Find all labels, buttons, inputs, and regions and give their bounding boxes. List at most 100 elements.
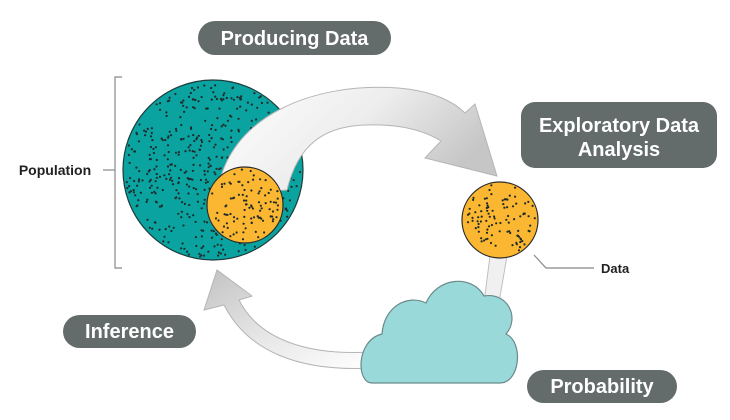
population-dot [177, 151, 180, 154]
data-dot [485, 219, 488, 222]
population-dot [158, 205, 161, 208]
population-dot [295, 185, 298, 188]
population-dot [150, 184, 153, 187]
population-dot [161, 188, 164, 192]
population-dot [220, 244, 223, 247]
data-circle [461, 181, 539, 259]
sample-dot [245, 195, 248, 198]
data-dot [490, 193, 493, 196]
population-dot [290, 185, 293, 188]
sample-dot [260, 187, 263, 190]
population-dot [155, 176, 158, 179]
data-dot [486, 202, 489, 205]
population-dot [185, 106, 188, 109]
population-dot [195, 188, 198, 191]
population-dot [250, 119, 253, 122]
population-dot [180, 101, 183, 104]
sample-dot [263, 231, 266, 234]
data-dot [471, 219, 474, 222]
sample-dot [236, 217, 239, 220]
population-dot [166, 100, 169, 103]
population-dot [209, 164, 212, 167]
population-dot [126, 187, 129, 190]
population-dot [188, 149, 191, 152]
data-dot [505, 218, 508, 221]
population-dot [224, 124, 227, 127]
sample-dot [252, 178, 255, 181]
population-dot [229, 136, 233, 139]
population-dot [148, 169, 151, 172]
data-dot [507, 221, 510, 224]
population-dot [250, 103, 253, 106]
data-dot [519, 240, 522, 244]
sample-dot [250, 204, 253, 207]
data-dot [471, 216, 474, 219]
population-dot [222, 248, 225, 251]
population-dot [162, 240, 165, 243]
population-dot [177, 182, 180, 185]
data-dot [507, 214, 510, 218]
sample-dot [251, 207, 254, 210]
population-dot [189, 91, 192, 95]
population-dot [167, 150, 170, 154]
population-dot [174, 151, 178, 154]
population-dot [164, 228, 167, 231]
sample-dot [276, 197, 279, 200]
population-dot [203, 188, 206, 191]
population-dot [179, 116, 182, 119]
data-dot [474, 227, 477, 230]
population-dot [180, 138, 183, 141]
sample-dot [242, 199, 246, 202]
population-dot [253, 245, 256, 248]
sample-dot [272, 218, 275, 221]
population-dot [149, 158, 152, 161]
population-dot [148, 186, 152, 189]
population-dot [137, 140, 140, 143]
population-dot [153, 168, 156, 171]
population-dot [193, 88, 196, 92]
population-dot [168, 178, 172, 181]
sample-dot [216, 211, 219, 214]
population-dot [184, 150, 187, 153]
population-dot [202, 254, 206, 257]
exploratory-data-analysis-line2: Analysis [578, 139, 660, 161]
population-dot [193, 107, 196, 110]
population-dot [214, 143, 217, 146]
population-dot [214, 95, 217, 98]
sample-dot [223, 182, 226, 185]
producing-data-pill [198, 21, 391, 55]
population-dot [146, 172, 149, 176]
population-dot [192, 156, 195, 159]
population-dot [168, 173, 171, 176]
population-dot [139, 191, 142, 194]
data-dot [513, 218, 516, 221]
sample-dot [243, 188, 246, 192]
population-dot [171, 183, 175, 186]
sample-dot [274, 201, 278, 204]
population-dot [214, 128, 217, 131]
population-dot [195, 244, 198, 248]
population-dot [180, 247, 183, 250]
population-dot [237, 250, 240, 253]
population-dot [170, 163, 173, 166]
data-dot [517, 249, 521, 252]
data-dot [486, 209, 489, 212]
sample-dot [264, 179, 267, 182]
population-dot [221, 138, 224, 141]
population-dot [192, 163, 195, 166]
population-dot [155, 172, 158, 176]
data-dot [515, 202, 518, 205]
data-label: Data [601, 261, 630, 276]
population-dot [187, 95, 191, 98]
sample-dot [241, 193, 244, 196]
population-dot [148, 226, 151, 229]
population-dot [204, 181, 207, 184]
population-dot [212, 230, 215, 233]
population-dot [206, 107, 209, 110]
sample-dot [271, 215, 274, 218]
data-dot [517, 229, 520, 232]
population-dot [214, 173, 217, 176]
data-dot [491, 209, 494, 212]
population-dot [208, 140, 211, 143]
population-dot [215, 155, 218, 158]
